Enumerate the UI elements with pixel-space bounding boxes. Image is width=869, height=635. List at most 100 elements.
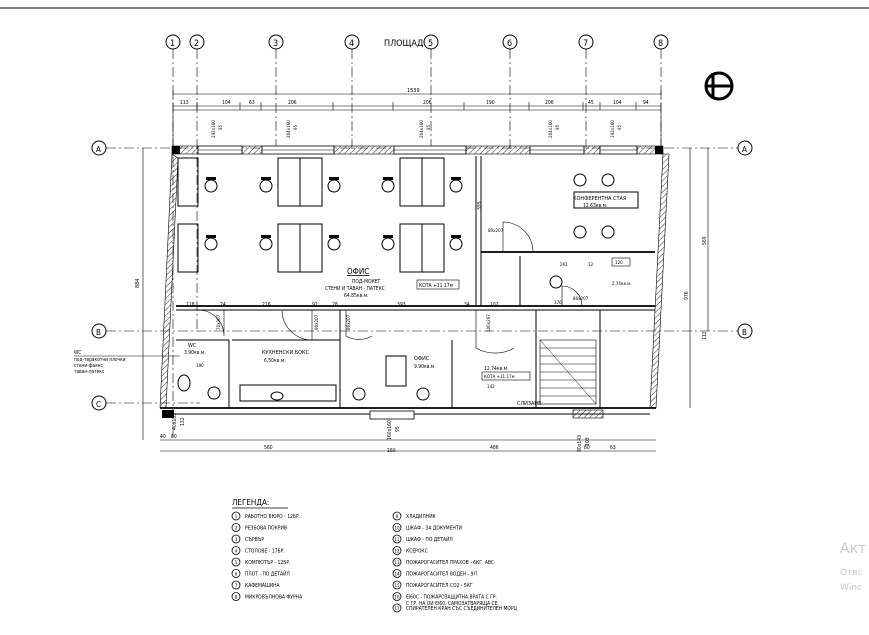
svg-text:8: 8 [658,39,663,49]
svg-text:КУХНЕНСКИ БОКС: КУХНЕНСКИ БОКС [262,350,310,356]
legend-item: СЪРВЪР [245,537,264,543]
axis-col-8: 8 [653,34,669,150]
door-tag-1: 80x207 [488,228,504,234]
activation-watermark-line3: Winc [840,583,862,593]
svg-text:103: 103 [585,437,591,446]
corridor: 12.74кв.м. КОТА +11.17м 142 [481,366,531,390]
svg-text:95: 95 [293,124,299,130]
legend-item: МИКРОВЪЛНОВА ФУРНА [245,595,303,601]
svg-text:190: 190 [196,363,204,369]
svg-text:B: B [742,328,747,337]
svg-text:118: 118 [186,302,195,308]
svg-text:112: 112 [702,331,708,340]
chair [259,235,273,251]
svg-text:WC: WC [74,350,81,356]
axis-row-c: C [91,395,200,411]
svg-text:63: 63 [249,100,255,106]
svg-text:6.50кв.м.: 6.50кв.м. [264,358,286,364]
svg-text:132: 132 [180,417,186,426]
svg-text:45: 45 [588,100,594,106]
legend-marker-icon [392,592,402,601]
legend-number: 5 [235,560,238,566]
legend-item: СТОЛОВЕ - 17БР. [245,549,285,555]
activation-watermark-line2: Отвс [840,568,863,578]
legend-item: С ГР. НА ОИ EI60, САМОЗАТВАРЯЩА СЕ. [406,601,499,607]
svg-text:204x160: 204x160 [419,120,425,138]
svg-text:393: 393 [397,302,406,308]
legend-number: 17 [394,606,400,612]
room-title: ОФИС [347,267,369,276]
mid-dimensions: 118 74 216 92 28 393 34 102 395 [186,201,499,308]
chair [573,173,587,187]
legend-item: ШКАФ - ПО ДЕТАЙЛ [406,536,453,543]
svg-text:стени-фаянс: стени-фаянс [74,363,103,369]
svg-text:95: 95 [218,124,224,130]
legend-marker-icon [231,534,241,544]
chair [381,235,395,251]
washbasin-icon [207,386,221,400]
svg-text:СТЕНИ И ТАВАН - ЛАТЕКС: СТЕНИ И ТАВАН - ЛАТЕКС [325,286,385,292]
column-axes: 1 2 3 4 5 6 7 [165,34,669,440]
side-note-wc: WC под-теракотни плочки стени-фаянс тава… [74,350,180,375]
chair [449,235,463,251]
legend-marker-icon [231,557,241,567]
svg-text:976: 976 [684,291,690,300]
svg-text:КОТА +11.17м: КОТА +11.17м [419,283,453,289]
svg-text:395: 395 [477,201,483,210]
svg-text:884: 884 [135,279,141,288]
chair [549,275,563,289]
legend-item: РАБОТНО БЮРО - 12БР. [245,514,300,520]
chair [416,387,430,401]
svg-text:64.85кв.м.: 64.85кв.м. [344,293,369,299]
svg-text:28: 28 [332,302,338,308]
svg-text:12.63кв.м.: 12.63кв.м. [583,203,608,209]
svg-text:74: 74 [220,302,226,308]
legend-number: 11 [394,537,400,543]
svg-text:A: A [742,145,747,154]
legend-marker-icon [231,523,241,532]
chair [573,225,587,239]
legend-marker-icon [392,546,402,555]
svg-text:569: 569 [702,236,708,245]
svg-text:СЛИЗАНЕ: СЛИЗАНЕ [517,401,541,407]
bottom-dimensions: 40 60 560 160 486 80 63 160x160 95 40x18… [160,413,656,454]
toilet-icon [177,374,191,392]
svg-text:40: 40 [160,434,166,440]
axis-col-3: 3 [268,34,284,150]
svg-text:204x160: 204x160 [286,120,292,138]
legend-number: 16 [394,595,400,601]
legend-number: 12 [394,549,400,555]
room-main-office: ОФИС ПОД-МОКЕТ СТЕНИ И ТАВАН - ЛАТЕКС 64… [325,267,460,299]
svg-text:206: 206 [423,100,432,106]
legend-number: 2 [235,526,238,532]
svg-text:7: 7 [583,39,588,49]
legend-marker-icon [392,534,402,544]
sink-icon [270,391,284,401]
legend-number: 9 [396,514,399,520]
legend-item: ПОЖАРОГАСИТЕЛ ВОДЕН - 9Л [406,572,477,578]
chair [449,177,463,193]
chair [352,387,366,401]
axis-col-6: 6 [502,34,518,150]
legend-marker-icon [392,557,402,567]
svg-text:80: 80 [584,445,590,451]
svg-text:A: A [96,145,101,154]
axis-col-2: 2 [189,34,205,330]
legend-number: 6 [235,572,238,578]
svg-text:ПОД-МОКЕТ: ПОД-МОКЕТ [352,279,381,285]
svg-text:95: 95 [617,124,623,130]
svg-text:таван-латекс: таван-латекс [74,370,105,375]
top-window-bay: 192x160 95 204x160 95 204x160 95 204x160… [172,109,662,148]
svg-text:3.90кв.м.: 3.90кв.м. [184,350,206,356]
legend-marker-icon [392,569,402,578]
legend-item: ПОЖАРОГАСИТЕЛ CO2 - 5КГ [406,583,473,589]
svg-text:160: 160 [387,448,396,454]
room-wc: WC 3.90кв.м. 190 [177,343,221,400]
legend-item: EI60С - ПОЖАРОЗАЩИТНА ВРАТА С ГР. [406,595,497,601]
room-kitchen: КУХНЕНСКИ БОКС 6.50кв.м. [239,350,337,402]
window-tag-4: 204x160 95 [548,120,561,138]
legend-number: 10 [394,526,400,532]
